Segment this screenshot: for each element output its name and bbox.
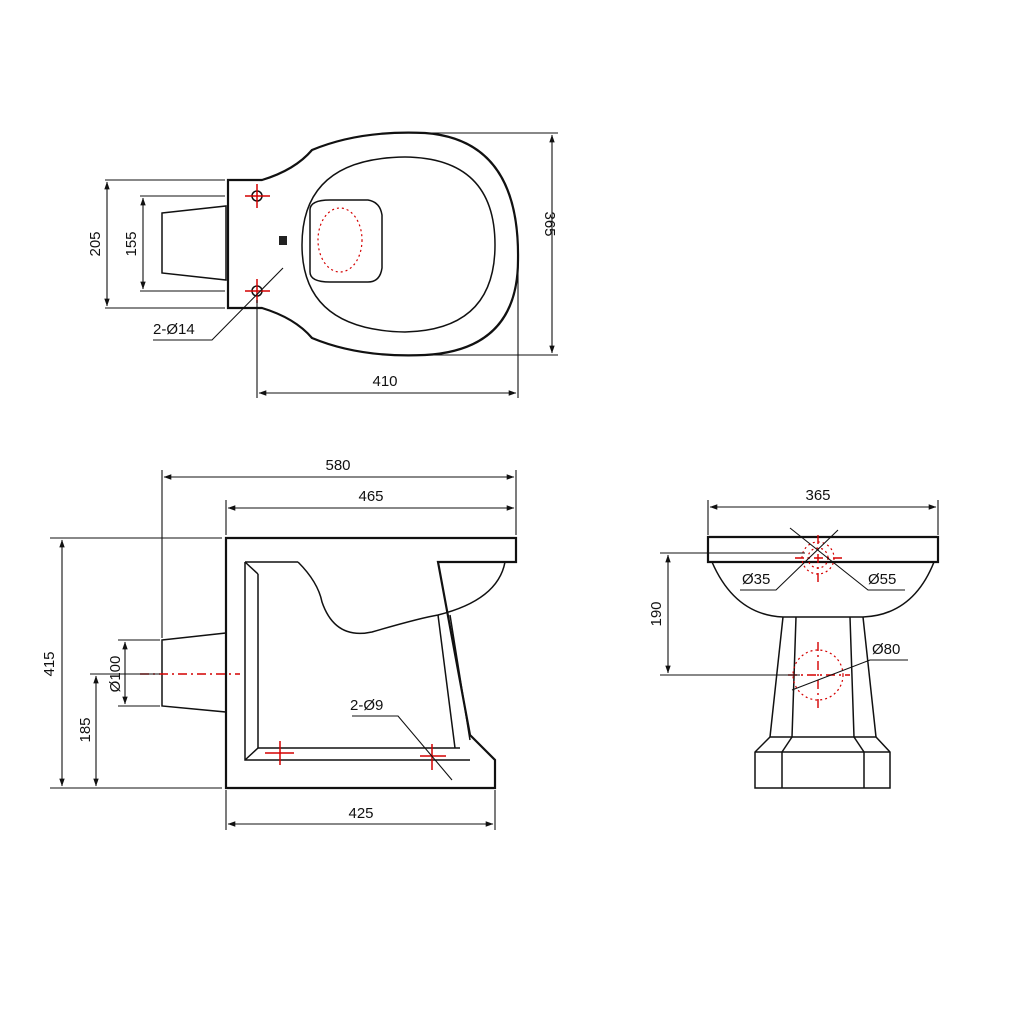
leader-2-9 xyxy=(352,715,453,781)
dim-label-185: 185 xyxy=(77,717,94,742)
label-2-dia9: 2-Ø9 xyxy=(350,697,383,714)
front-view: 365 190 Ø35 Ø55 Ø80 xyxy=(648,487,940,789)
fixing-hole-mark xyxy=(245,184,270,208)
top-view-bowl-rim xyxy=(301,156,496,333)
label-dia35: Ø35 xyxy=(742,571,770,588)
leader-2-14 xyxy=(153,267,284,341)
leader-dia55 xyxy=(789,527,905,591)
dim-label-190: 190 xyxy=(648,601,665,626)
dim-label-410: 410 xyxy=(372,373,397,390)
side-view-pedestal xyxy=(437,614,471,749)
fixing-hole-mark xyxy=(265,741,294,765)
top-view-inner-circle xyxy=(317,207,363,273)
front-view-base xyxy=(754,736,891,789)
dim-label-155: 155 xyxy=(123,231,140,256)
front-view-rim xyxy=(706,535,940,564)
top-view-tap-marker xyxy=(279,236,287,245)
dim-label-415: 415 xyxy=(41,651,58,676)
dim-label-205: 205 xyxy=(87,231,104,256)
front-view-bowl xyxy=(711,561,935,618)
label-dia80: Ø80 xyxy=(872,641,900,658)
side-view-spigot xyxy=(161,632,227,713)
outlet-hole-mark xyxy=(788,642,850,710)
leader-dia80 xyxy=(791,659,908,691)
dim-label-580: 580 xyxy=(325,457,350,474)
front-view-pedestal xyxy=(769,616,877,738)
side-view-outline xyxy=(224,536,518,790)
tap-hole-mark xyxy=(795,535,842,582)
label-dia55: Ø55 xyxy=(868,571,896,588)
side-view: 580 465 425 415 185 Ø100 2-Ø9 xyxy=(41,457,518,830)
dim-label-365-front: 365 xyxy=(805,487,830,504)
top-view-outline xyxy=(226,131,520,357)
top-view-spigot xyxy=(161,205,227,281)
top-view: 205 155 410 365 2-Ø14 xyxy=(87,131,558,398)
label-dia100: Ø100 xyxy=(107,656,124,693)
label-2-dia14: 2-Ø14 xyxy=(153,321,195,338)
side-view-inner-frame xyxy=(244,561,470,761)
top-view-waste-opening xyxy=(309,199,383,283)
dim-label-465: 465 xyxy=(358,488,383,505)
dim-label-425: 425 xyxy=(348,805,373,822)
side-view-bowl xyxy=(297,561,506,635)
fixing-hole-mark xyxy=(245,279,270,303)
dim-label-365-top: 365 xyxy=(541,211,558,236)
